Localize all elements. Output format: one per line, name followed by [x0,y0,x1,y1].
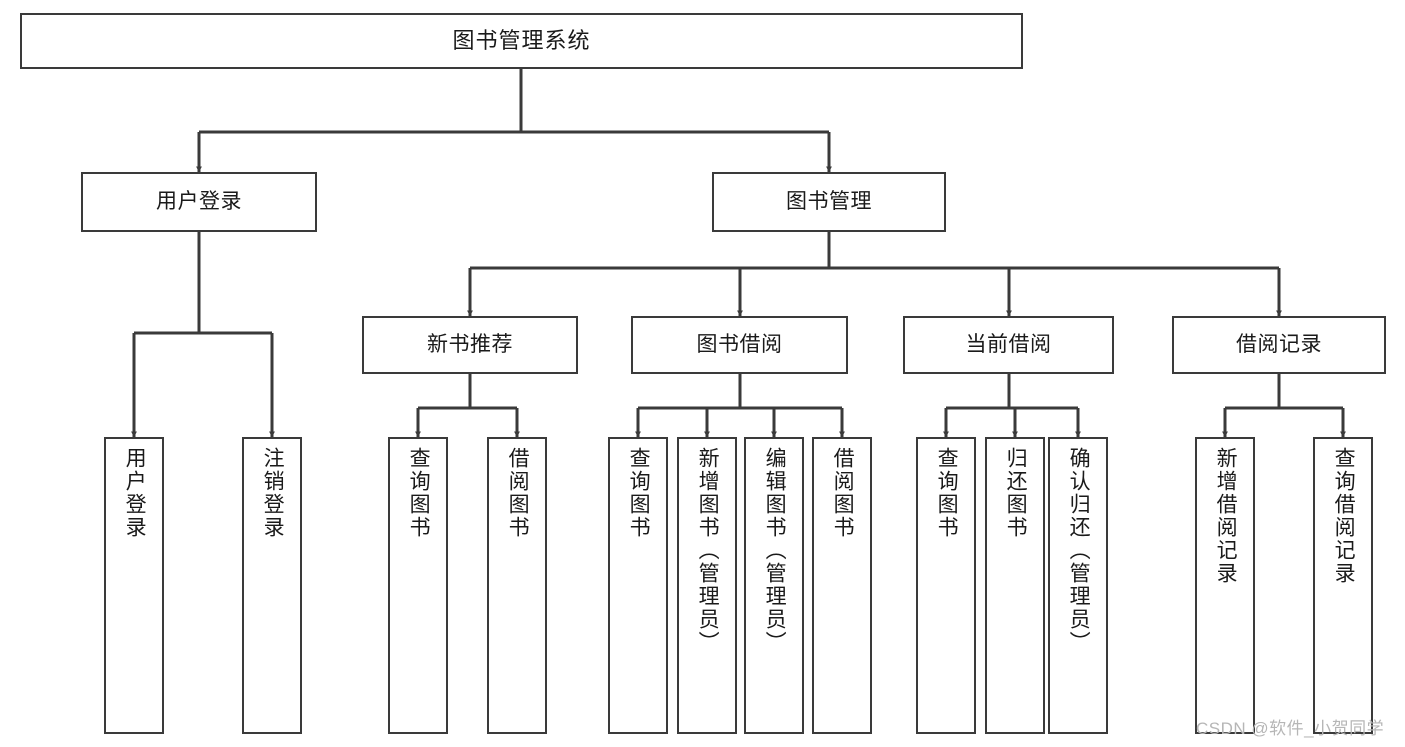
node-leaf_borrow_book_b[interactable]: 借阅图书 [812,437,872,734]
node-leaf_logout[interactable]: 注销登录 [242,437,302,734]
node-label: 确认归还（管理员） [1067,447,1091,654]
node-borrow_record[interactable]: 借阅记录 [1172,316,1386,374]
node-label: 图书管理系统 [452,27,591,53]
node-current_borrow[interactable]: 当前借阅 [903,316,1114,374]
node-root[interactable]: 图书管理系统 [20,13,1023,69]
node-label: 图书借阅 [696,333,783,357]
node-label: 查询图书 [407,447,431,539]
node-label: 新增图书（管理员） [696,447,720,654]
node-label: 用户登录 [123,447,147,539]
node-leaf_add_book[interactable]: 新增图书（管理员） [677,437,737,734]
node-leaf_return_book[interactable]: 归还图书 [985,437,1045,734]
node-leaf_edit_book[interactable]: 编辑图书（管理员） [744,437,804,734]
node-label: 用户登录 [156,190,242,214]
node-label: 借阅图书 [831,447,855,539]
node-label: 当前借阅 [965,333,1052,357]
node-label: 查询图书 [627,447,651,539]
node-leaf_add_record[interactable]: 新增借阅记录 [1195,437,1255,734]
node-label: 借阅图书 [506,447,530,539]
node-leaf_query_book_c[interactable]: 查询图书 [916,437,976,734]
node-book_borrow[interactable]: 图书借阅 [631,316,848,374]
node-label: 编辑图书（管理员） [763,447,787,654]
node-label: 注销登录 [261,447,285,539]
node-label: 图书管理 [786,190,872,214]
node-label: 查询图书 [935,447,959,539]
node-new_book_rec[interactable]: 新书推荐 [362,316,578,374]
node-label: 借阅记录 [1236,333,1322,357]
node-leaf_confirm_return[interactable]: 确认归还（管理员） [1048,437,1108,734]
node-leaf_user_login[interactable]: 用户登录 [104,437,164,734]
watermark: CSDN @软件_小贺同学 [1196,719,1385,738]
node-book_mgmt[interactable]: 图书管理 [712,172,946,232]
node-user_login[interactable]: 用户登录 [81,172,317,232]
node-leaf_query_record[interactable]: 查询借阅记录 [1313,437,1373,734]
node-label: 新书推荐 [427,333,513,357]
node-leaf_query_book_rec[interactable]: 查询图书 [388,437,448,734]
node-leaf_borrow_book_rec[interactable]: 借阅图书 [487,437,547,734]
node-label: 归还图书 [1004,447,1028,539]
node-label: 查询借阅记录 [1332,447,1356,585]
node-label: 新增借阅记录 [1214,447,1238,585]
node-leaf_query_book_b[interactable]: 查询图书 [608,437,668,734]
